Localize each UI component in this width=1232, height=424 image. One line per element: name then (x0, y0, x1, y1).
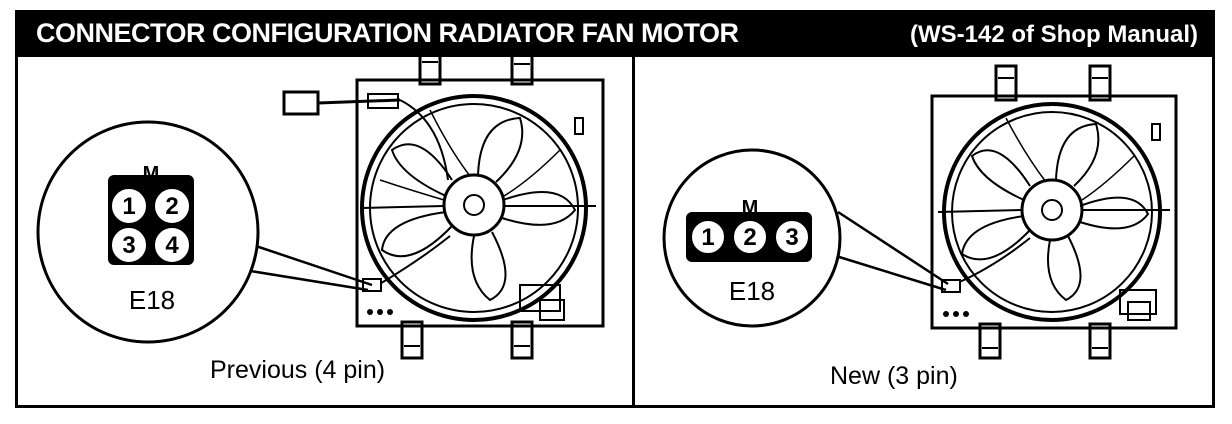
mount-holes-previous (367, 309, 393, 315)
pin-4-previous: 4 (165, 232, 179, 259)
pin-1-new: 1 (701, 224, 714, 251)
title-bar: CONNECTOR CONFIGURATION RADIATOR FAN MOT… (18, 13, 1212, 57)
caption-new: New (3 pin) (830, 362, 958, 390)
key-mark-new: M (742, 197, 759, 219)
pin-1-previous: 1 (122, 193, 135, 220)
key-mark-previous: M (143, 163, 160, 185)
connector-callout-previous (36, 120, 260, 344)
panel-divider (632, 57, 635, 408)
mount-holes-new (943, 311, 969, 317)
fan-assembly-previous (282, 48, 605, 360)
pin-3-new: 3 (785, 224, 798, 251)
fan-assembly-new (930, 64, 1178, 360)
diagram-title: CONNECTOR CONFIGURATION RADIATOR FAN MOT… (36, 18, 739, 48)
callout-leader-lower-new (835, 254, 947, 292)
pin-2-new: 2 (743, 224, 756, 251)
connector-callout-new (662, 148, 842, 328)
callout-leader-lower (231, 266, 369, 292)
connector-id-previous: E18 (129, 285, 175, 315)
connector-id-new: E18 (729, 276, 775, 306)
pin-3-previous: 3 (122, 232, 135, 259)
caption-previous: Previous (4 pin) (210, 356, 386, 384)
pin-2-previous: 2 (165, 193, 178, 220)
callout-leader-upper-new (837, 210, 949, 286)
manual-reference: (WS-142 of Shop Manual) (910, 21, 1198, 48)
callout-leader-upper (237, 238, 373, 287)
